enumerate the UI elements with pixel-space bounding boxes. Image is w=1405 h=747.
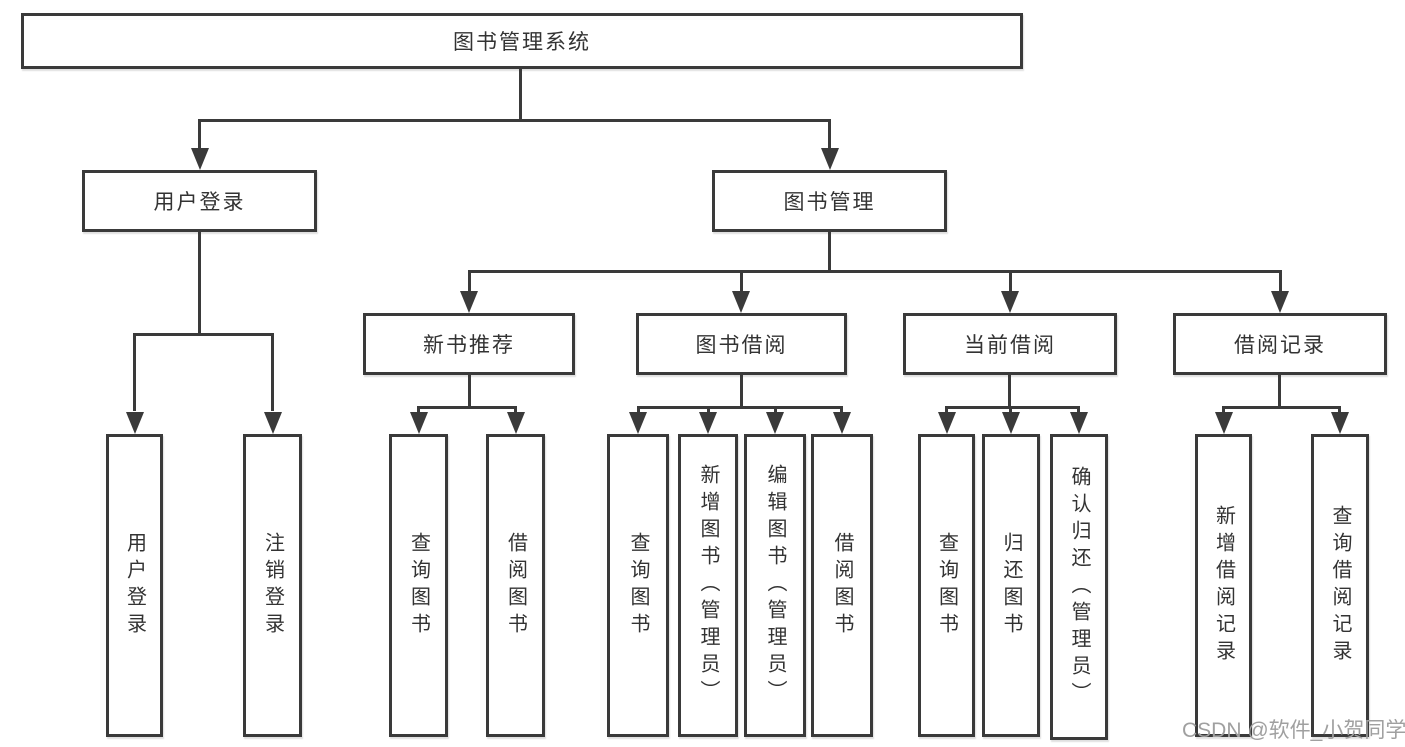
arrowhead-g3-leaf-1 [1331, 412, 1349, 434]
arrowhead-g2-leaf-0 [938, 412, 956, 434]
connector-drop-leaf-login [133, 333, 136, 411]
leaf-borrow-book-label: 借阅图书 [831, 531, 853, 640]
leaf-borrow-query-books: 查询图书 [607, 434, 669, 737]
connector-drop-book-management [828, 119, 831, 150]
leaf-add-borrow-record-label: 新增借阅记录 [1212, 504, 1235, 667]
arrowhead-g2-leaf-2 [1070, 412, 1088, 434]
node-book-borrow: 图书借阅 [636, 313, 847, 375]
arrowhead-borrow [732, 291, 750, 313]
arrowhead-g0-leaf-0 [410, 412, 428, 434]
leaf-return-book: 归还图书 [982, 434, 1040, 737]
leaf-logout: 注销登录 [243, 434, 302, 737]
node-new-book-recommend: 新书推荐 [363, 313, 575, 375]
arrowhead-g0-leaf-1 [507, 412, 525, 434]
node-root: 图书管理系统 [21, 13, 1023, 69]
connector-g1-stem [740, 375, 743, 408]
leaf-borrow-query-books-label: 查询图书 [627, 531, 649, 640]
connector-drop-recommend [468, 270, 471, 293]
connector-g1-drop-3 [840, 406, 843, 414]
leaf-confirm-return-admin: 确认归还（管理员） [1050, 434, 1108, 740]
connector-root-rail [198, 119, 831, 122]
connector-mgmt-stem [828, 232, 831, 272]
arrowhead-book-management [821, 148, 839, 170]
connector-login-rail [133, 333, 274, 336]
leaf-recommend-borrow-book-label: 借阅图书 [504, 531, 527, 640]
arrowhead-g1-leaf-1 [699, 412, 717, 434]
leaf-query-borrow-record: 查询借阅记录 [1311, 434, 1369, 737]
leaf-recommend-borrow-book: 借阅图书 [486, 434, 545, 737]
node-book-management-label: 图书管理 [783, 191, 876, 214]
connector-root-stem [519, 69, 522, 121]
connector-g1-drop-2 [774, 406, 777, 414]
connector-g3-drop-1 [1338, 406, 1341, 414]
leaf-logout-label: 注销登录 [261, 531, 284, 640]
connector-g0-stem [468, 375, 471, 408]
arrowhead-g2-leaf-1 [1002, 412, 1020, 434]
node-user-login: 用户登录 [82, 170, 317, 232]
leaf-return-book-label: 归还图书 [1000, 531, 1022, 640]
leaf-edit-book-admin-label: 编辑图书（管理员） [764, 464, 786, 707]
connector-g0-drop-1 [514, 406, 517, 414]
connector-g3-rail [1222, 406, 1340, 409]
connector-g1-drop-1 [707, 406, 710, 414]
node-borrow-records: 借阅记录 [1173, 313, 1387, 375]
arrowhead-current [1001, 291, 1019, 313]
arrowhead-g1-leaf-0 [629, 412, 647, 434]
connector-g2-drop-1 [1009, 406, 1012, 414]
leaf-user-login-label: 用户登录 [123, 531, 146, 640]
leaf-add-borrow-record: 新增借阅记录 [1195, 434, 1252, 737]
arrowhead-g3-leaf-0 [1215, 412, 1233, 434]
node-book-management: 图书管理 [712, 170, 947, 232]
connector-g0-rail [417, 406, 517, 409]
node-new-book-recommend-label: 新书推荐 [423, 334, 515, 357]
connector-g1-drop-0 [637, 406, 640, 414]
connector-mgmt-rail [468, 270, 1281, 273]
connector-g3-drop-0 [1222, 406, 1225, 414]
leaf-current-query-books-label: 查询图书 [935, 531, 958, 640]
arrowhead-g1-leaf-2 [766, 412, 784, 434]
node-book-borrow-label: 图书借阅 [695, 334, 788, 357]
leaf-current-query-books: 查询图书 [918, 434, 975, 737]
connector-drop-borrow [740, 270, 743, 293]
leaf-recommend-query-books: 查询图书 [389, 434, 448, 737]
connector-g1-rail [637, 406, 842, 409]
connector-drop-leaf-logout [271, 333, 274, 411]
leaf-confirm-return-admin-label: 确认归还（管理员） [1068, 465, 1090, 709]
connector-g2-rail [945, 406, 1079, 409]
connector-drop-user-login [198, 119, 201, 150]
arrowhead-leaf-login [126, 412, 144, 434]
leaf-user-login: 用户登录 [106, 434, 163, 737]
node-root-label: 图书管理系统 [453, 31, 591, 54]
connector-g0-drop-0 [417, 406, 420, 414]
leaf-edit-book-admin: 编辑图书（管理员） [744, 434, 806, 737]
arrowhead-g1-leaf-3 [833, 412, 851, 434]
leaf-recommend-query-books-label: 查询图书 [407, 531, 430, 640]
leaf-add-book-admin: 新增图书（管理员） [678, 434, 738, 737]
node-user-login-label: 用户登录 [153, 191, 246, 214]
arrowhead-records [1271, 291, 1289, 313]
arrowhead-recommend [460, 291, 478, 313]
connector-g2-drop-0 [945, 406, 948, 414]
leaf-add-book-admin-label: 新增图书（管理员） [697, 464, 719, 707]
connector-drop-records [1279, 270, 1282, 293]
leaf-borrow-book: 借阅图书 [811, 434, 873, 737]
connector-login-stem [198, 232, 201, 335]
connector-g2-drop-2 [1077, 406, 1080, 414]
node-borrow-records-label: 借阅记录 [1234, 334, 1326, 357]
arrowhead-leaf-logout [264, 412, 282, 434]
node-current-borrow: 当前借阅 [903, 313, 1117, 375]
node-current-borrow-label: 当前借阅 [964, 334, 1056, 357]
watermark-text: CSDN @软件_小贺同学 [1182, 719, 1405, 742]
connector-g3-stem [1278, 375, 1281, 408]
arrowhead-user-login [191, 148, 209, 170]
connector-g2-stem [1008, 375, 1011, 408]
connector-drop-current [1009, 270, 1012, 293]
leaf-query-borrow-record-label: 查询借阅记录 [1329, 504, 1351, 667]
